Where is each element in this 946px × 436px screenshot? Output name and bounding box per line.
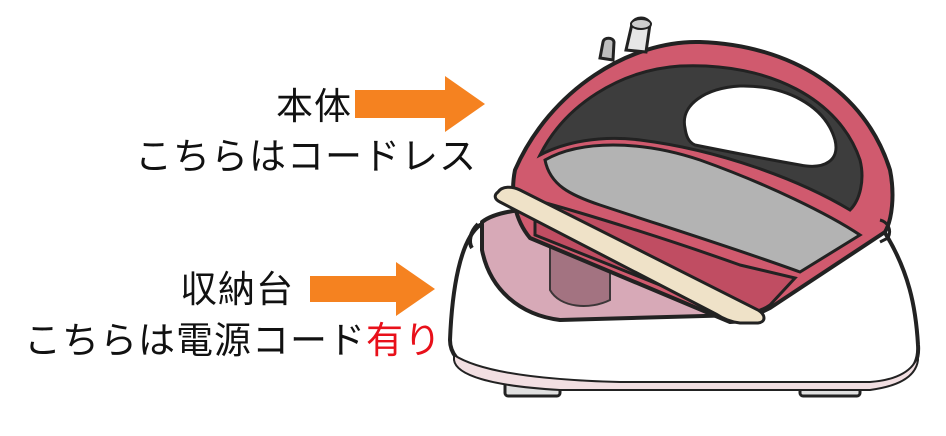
cordless-iron-illustration xyxy=(448,16,921,398)
body-title-label: 本体 xyxy=(276,85,352,128)
base-note-label: こちらは電源コード有り xyxy=(24,322,442,359)
iron-top-knob-cap xyxy=(630,18,652,30)
iron-tip xyxy=(879,218,892,244)
base-note-main: こちらは電源コード xyxy=(24,319,366,362)
right-arrow-icon xyxy=(310,262,435,316)
right-arrow-icon xyxy=(355,76,485,132)
iron-sole-plate xyxy=(543,143,863,274)
iron-top-knob-small xyxy=(598,36,616,62)
body-note-label: こちらはコードレス xyxy=(135,135,477,178)
base-rim xyxy=(468,222,480,250)
iron-handle-grip xyxy=(682,84,838,168)
base-note-emphasis: 有り xyxy=(366,319,442,362)
base-bottom-band xyxy=(453,353,919,391)
iron-sole-edge xyxy=(493,185,766,325)
base-title-label: 収納台 xyxy=(180,268,294,311)
